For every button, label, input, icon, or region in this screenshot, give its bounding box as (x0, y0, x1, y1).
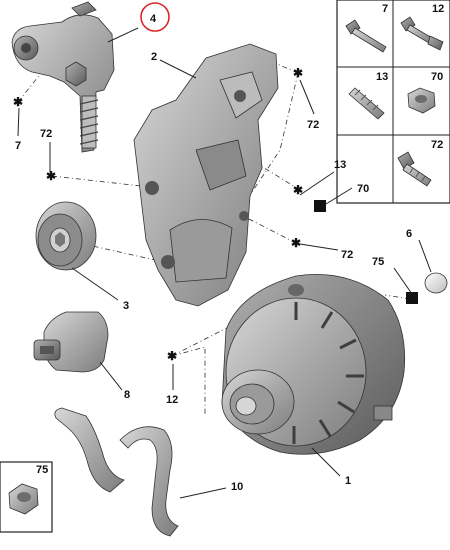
callout-sensor: 8 (124, 389, 130, 401)
idler-pulley (35, 201, 97, 271)
callout-stud: 13 (334, 159, 346, 171)
screw-markers: ✱ ✱ ✱ ✱ ✱ ✱ (13, 66, 303, 363)
table-cell-label: 13 (376, 71, 388, 83)
marker-12: ✱ (167, 349, 177, 363)
marker-7: ✱ (13, 95, 23, 109)
table-cell-label: 70 (431, 71, 443, 83)
parts-table: 7 12 13 70 72 (336, 0, 450, 204)
mounting-bracket (133, 43, 279, 307)
leader-lines (17, 27, 432, 499)
table-cell-label: 12 (432, 3, 444, 15)
alternator (221, 274, 405, 455)
stud-13-icon (348, 87, 385, 120)
screw-12-icon (400, 16, 444, 51)
callout-screw-7: 7 (15, 140, 21, 152)
protective-cap (424, 272, 448, 294)
callout-belt: 10 (231, 481, 243, 493)
callout-cap: 6 (406, 228, 412, 240)
drive-belt (54, 407, 179, 537)
screw-7-icon (345, 19, 387, 53)
marker-72-c: ✱ (291, 236, 301, 250)
callout-screw-72-c: 72 (341, 249, 353, 261)
callout-screw-12: 12 (166, 394, 178, 406)
callout-screw-72-b: 72 (307, 119, 319, 131)
callout-pulley: 3 (123, 300, 129, 312)
marker-72-a: ✱ (46, 169, 56, 183)
callout-screw-72-a: 72 (40, 128, 52, 140)
marker-72-b: ✱ (293, 66, 303, 80)
callout-nut-75: 75 (372, 256, 384, 268)
tensioner-assembly (11, 1, 115, 153)
callout-bracket: 2 (151, 51, 157, 63)
inset-label: 75 (36, 464, 48, 476)
callout-nut: 70 (357, 183, 369, 195)
callout-4-highlight (140, 2, 170, 32)
nut-70-marker (314, 200, 326, 212)
callout-alternator: 1 (345, 475, 351, 487)
callout-tensioner: 4 (150, 13, 157, 25)
screw-72-icon (397, 151, 432, 187)
sensor-connector (33, 311, 109, 373)
marker-13: ✱ (293, 183, 303, 197)
nut-75-marker (406, 292, 418, 304)
nut-70-icon (407, 87, 436, 114)
nut-75-inset: 75 (0, 461, 53, 533)
table-cell-label: 7 (382, 3, 388, 15)
table-cell-label: 72 (431, 139, 443, 151)
